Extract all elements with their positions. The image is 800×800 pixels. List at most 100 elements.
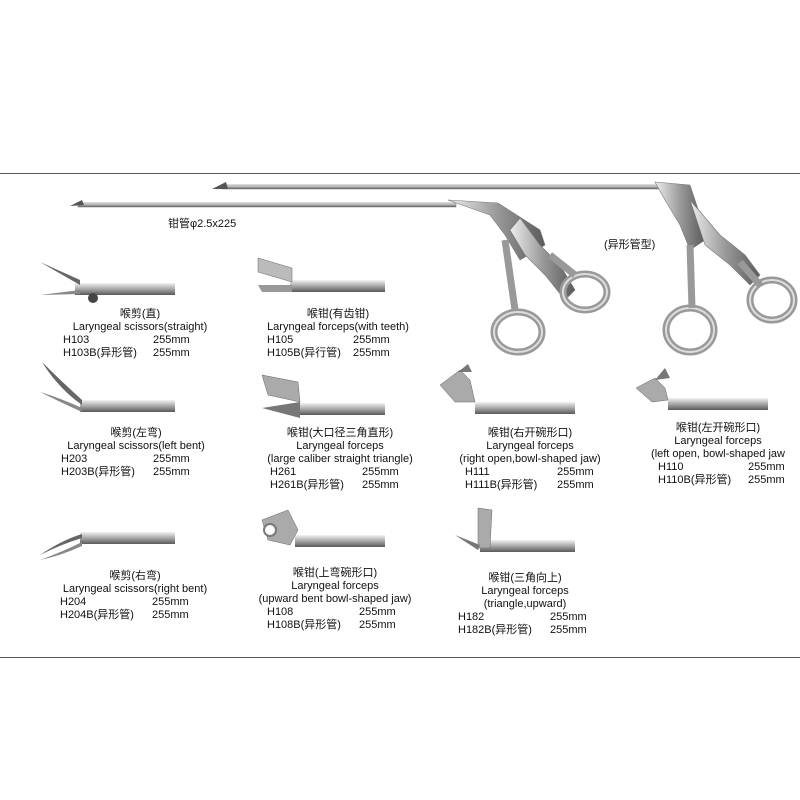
tip-forceps-teeth (257, 257, 385, 292)
model-row: H110B(异形管) 255mm (658, 474, 800, 487)
model-code: H105 (267, 334, 294, 346)
product-desc-en: (triangle,upward) (483, 598, 567, 610)
model-length: 255mm (748, 461, 785, 473)
model-length: 255mm (153, 334, 190, 346)
model-code: H103 (63, 334, 90, 346)
model-row: H103B(异形管) 255mm (63, 347, 240, 360)
model-length: 255mm (550, 611, 587, 623)
model-row: H108B(异形管) 255mm (267, 619, 435, 632)
product-name-cn: 喉钳(大口径三角直形) (286, 427, 394, 439)
product-name-en: Laryngeal forceps(with teeth) (267, 321, 409, 333)
product-name-cn: 喉钳(左开碗形口) (675, 422, 761, 434)
model-code: H105B(异行管) (267, 347, 341, 359)
top-divider (0, 173, 800, 174)
model-row: H203B(异形管) 255mm (61, 466, 236, 479)
product-name-cn: 喉钳(上弯碗形口) (292, 567, 378, 579)
tip-large-caliber-triangle (261, 374, 385, 418)
model-row: H105B(异行管) 255mm (267, 347, 433, 360)
product-caption: 喉钳(三角向上) Laryngeal forceps (triangle,upw… (440, 572, 610, 637)
model-code: H204B(异形管) (60, 609, 134, 621)
product-desc-en: (upward bent bowl-shaped jaw) (258, 593, 412, 605)
model-code: H111B(异形管) (465, 479, 538, 491)
model-row: H105 255mm (267, 334, 433, 347)
model-row: H108 255mm (267, 606, 435, 619)
model-length: 255mm (153, 453, 190, 465)
product-name-en: Laryngeal scissors(right bent) (62, 583, 208, 595)
model-length: 255mm (353, 334, 390, 346)
model-row: H111B(异形管) 255mm (465, 479, 620, 492)
product-caption: 喉剪(右弯) Laryngeal scissors(right bent) H2… (35, 570, 235, 622)
product-caption: 喉钳(有齿钳) Laryngeal forceps(with teeth) H1… (243, 308, 433, 360)
product-name-cn: 喉钳(右开碗形口) (487, 427, 573, 439)
model-code: H182B(异形管) (458, 624, 532, 636)
model-code: H111 (465, 466, 490, 478)
tip-triangle-upward (455, 507, 575, 552)
model-row: H103 255mm (63, 334, 240, 347)
product-name-en: Laryngeal scissors(left bent) (67, 440, 205, 452)
product-caption: 喉钳(上弯碗形口) Laryngeal forceps (upward bent… (235, 567, 435, 632)
forceps-special-tube-illustration (212, 181, 798, 356)
product-name-en: Laryngeal forceps (674, 435, 762, 447)
product-desc-en: (right open,bowl-shaped jaw) (459, 453, 601, 465)
model-length: 255mm (362, 466, 399, 478)
product-name-en: Laryngeal forceps (296, 440, 384, 452)
product-desc-en: (large caliber straight triangle) (267, 453, 413, 465)
product-name-cn: 喉钳(三角向上) (488, 572, 562, 584)
model-length: 255mm (748, 474, 785, 486)
tube-spec-label: 钳管φ2.5x225 (168, 218, 237, 230)
tip-scissors-left-bent (40, 362, 175, 412)
product-name-en: Laryngeal forceps (291, 580, 379, 592)
product-name-cn: 喉剪(直) (119, 308, 161, 320)
tip-scissors-right-bent (40, 532, 175, 560)
model-length: 255mm (353, 347, 390, 359)
special-tube-type-label: (异形管型) (604, 239, 656, 251)
product-name-en: Laryngeal scissors(straight) (72, 321, 208, 333)
product-caption: 喉钳(大口径三角直形) Laryngeal forceps (large cal… (240, 427, 440, 492)
model-code: H108B(异形管) (267, 619, 341, 631)
product-name-cn: 喉剪(左弯) (110, 427, 162, 439)
model-code: H182 (458, 611, 485, 623)
model-length: 255mm (362, 479, 399, 491)
model-length: 255mm (152, 609, 189, 621)
model-length: 255mm (152, 596, 189, 608)
model-code: H203 (61, 453, 88, 465)
model-row: H204B(异形管) 255mm (60, 609, 235, 622)
model-code: H110B(异形管) (658, 474, 732, 486)
model-length: 255mm (557, 479, 594, 491)
product-name-cn: 喉剪(右弯) (109, 570, 161, 582)
model-length: 255mm (153, 466, 190, 478)
product-name-en: Laryngeal forceps (481, 585, 569, 597)
tip-left-open-bowl (635, 368, 768, 410)
model-row: H203 255mm (61, 453, 236, 466)
tip-straight-scissors (40, 262, 175, 303)
model-row: H111 255mm (465, 466, 620, 479)
model-row: H261B(异形管) 255mm (270, 479, 440, 492)
product-desc-en: (left open, bowl-shaped jaw (651, 448, 785, 460)
model-length: 255mm (557, 466, 594, 478)
model-code: H261 (270, 466, 297, 478)
model-code: H103B(异形管) (63, 347, 137, 359)
forceps-straight-tube-illustration (70, 199, 611, 356)
product-caption: 喉剪(左弯) Laryngeal scissors(left bent) H20… (36, 427, 236, 479)
model-code: H110 (658, 461, 684, 473)
tip-right-open-bowl (439, 364, 575, 414)
product-caption: 喉钳(左开碗形口) Laryngeal forceps (left open, … (636, 422, 800, 487)
bottom-divider (0, 657, 800, 658)
model-code: H204 (60, 596, 87, 608)
model-code: H261B(异形管) (270, 479, 344, 491)
model-row: H110 255mm (658, 461, 800, 474)
model-code: H108 (267, 606, 294, 618)
model-length: 255mm (153, 347, 190, 359)
product-caption: 喉钳(右开碗形口) Laryngeal forceps (right open,… (440, 427, 620, 492)
product-caption: 喉剪(直) Laryngeal scissors(straight) H103 … (40, 308, 240, 360)
model-length: 255mm (359, 619, 396, 631)
model-row: H182 255mm (458, 611, 610, 624)
product-name-cn: 喉钳(有齿钳) (306, 308, 370, 320)
model-row: H182B(异形管) 255mm (458, 624, 610, 637)
tip-upward-bent-bowl (261, 509, 385, 547)
model-length: 255mm (359, 606, 396, 618)
model-row: H261 255mm (270, 466, 440, 479)
model-row: H204 255mm (60, 596, 235, 609)
model-code: H203B(异形管) (61, 466, 135, 478)
